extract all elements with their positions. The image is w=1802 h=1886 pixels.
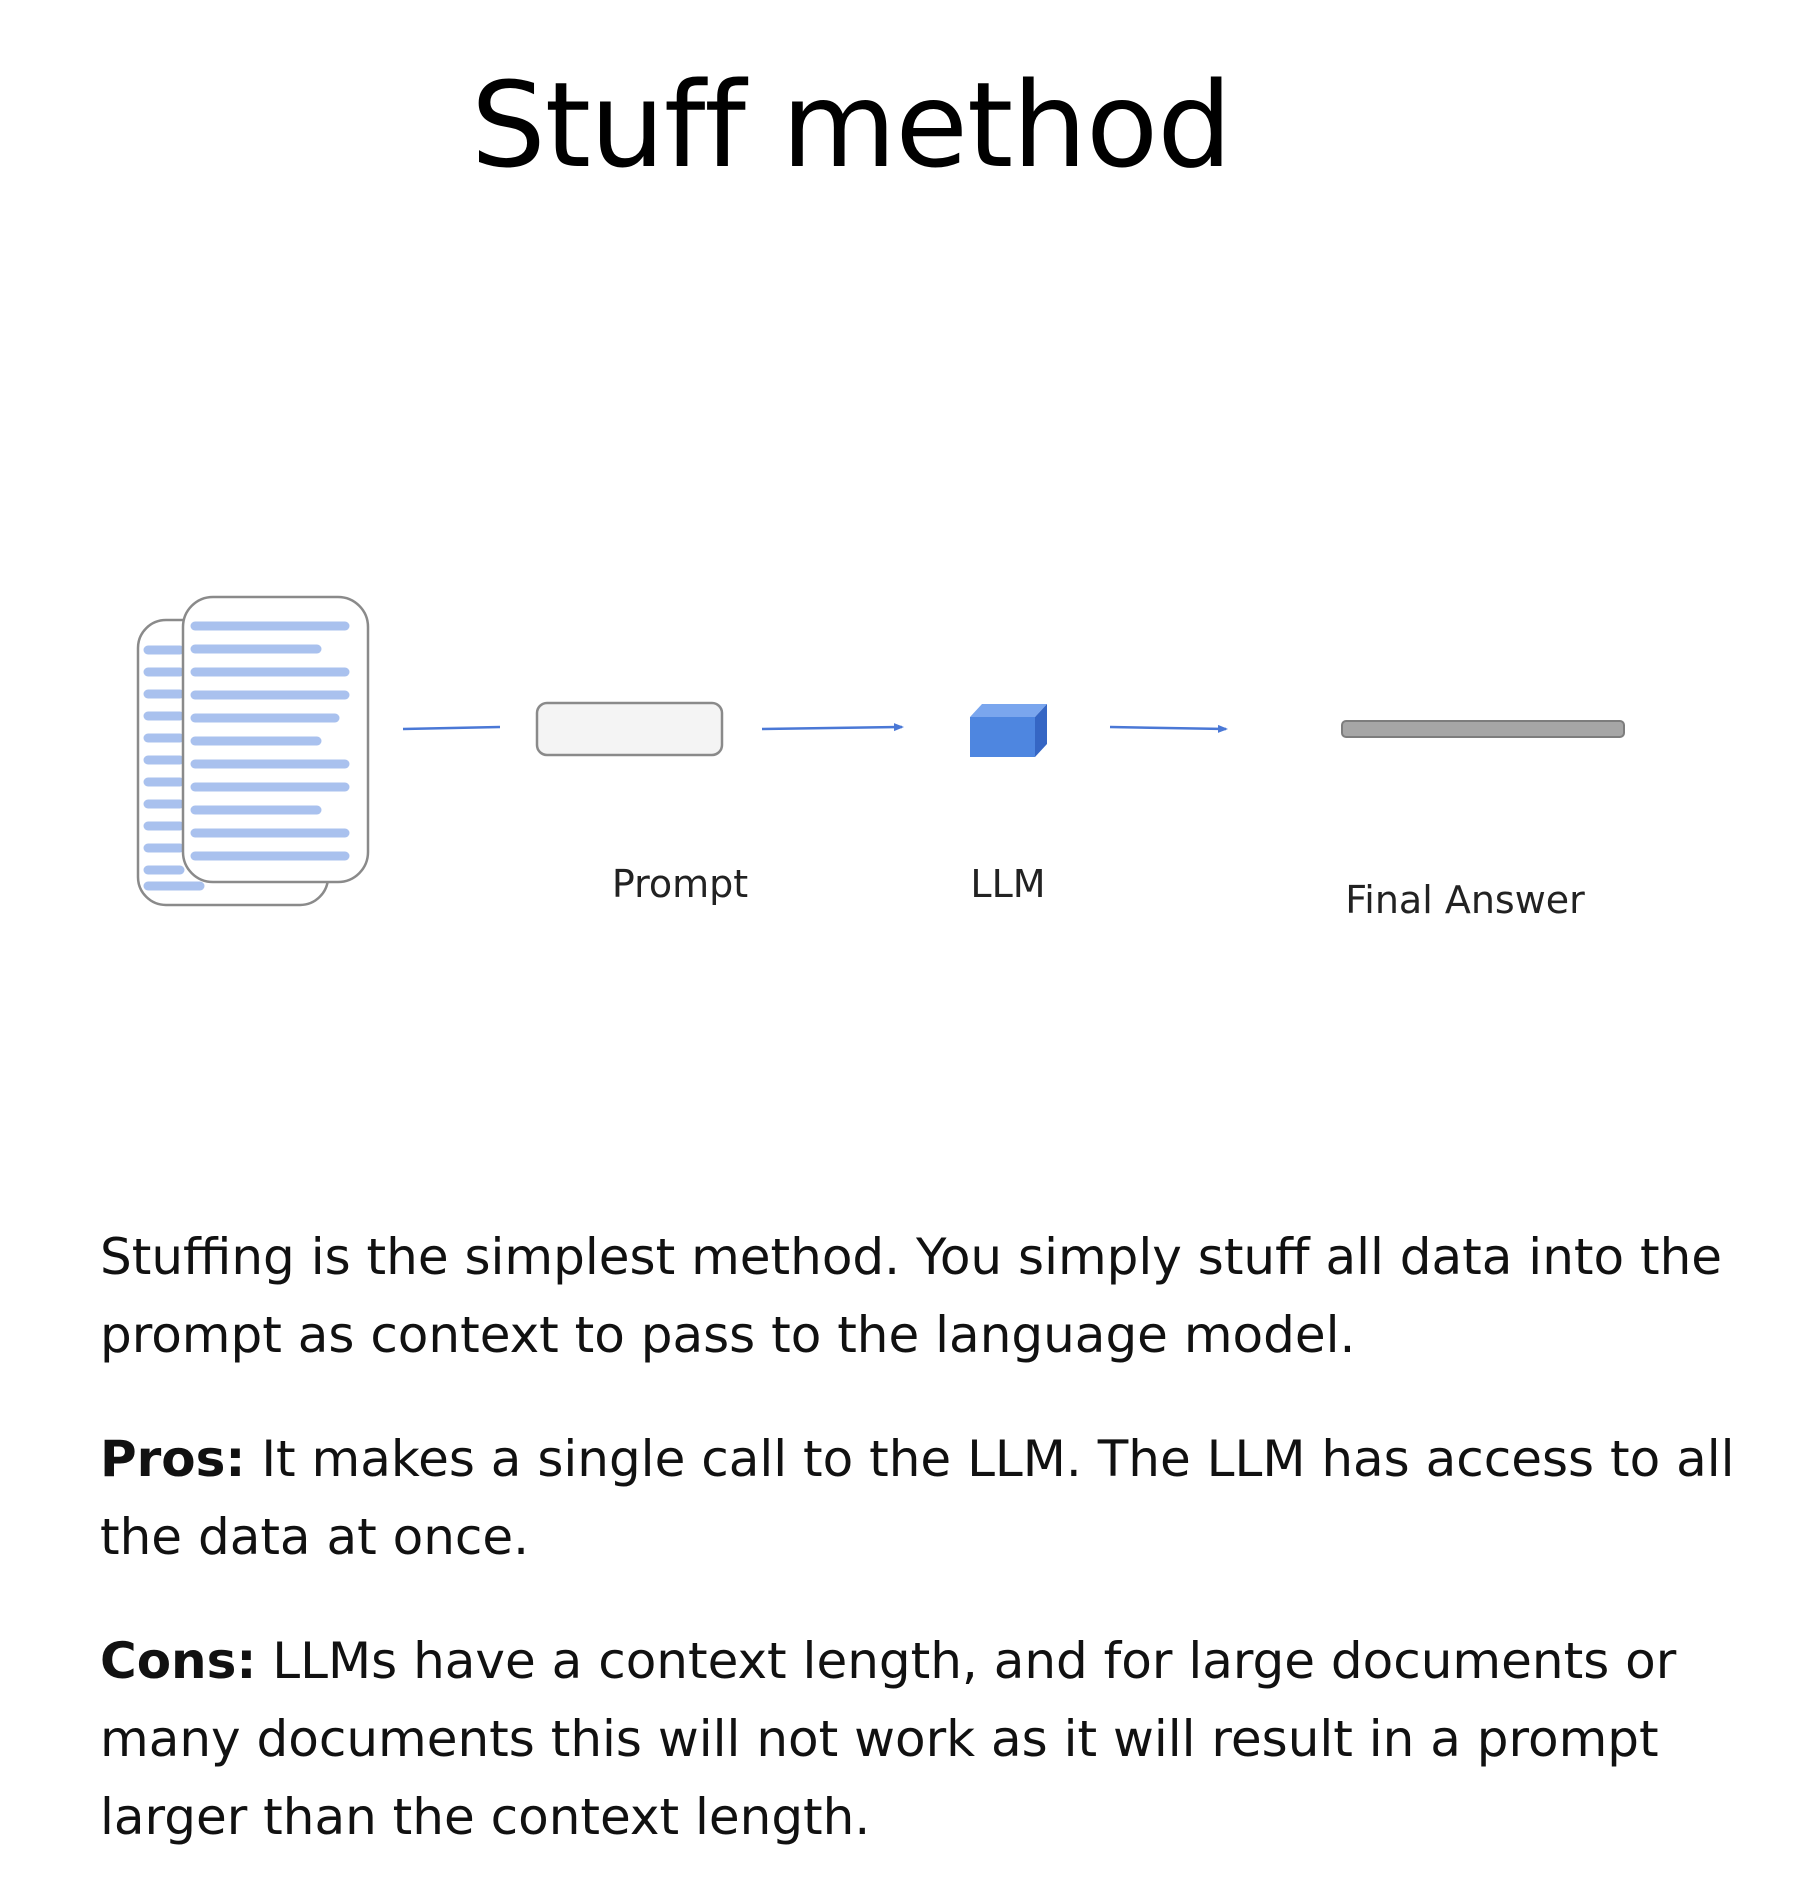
connector-documents-prompt [402,725,501,731]
cube-icon [970,704,1047,757]
prompt-box-icon [535,701,724,757]
cons-paragraph: Cons: LLMs have a context length, and fo… [100,1622,1760,1856]
stacked-documents-icon [136,595,370,907]
cube-front [970,717,1035,757]
answer-bar-icon [1341,720,1625,738]
cons-text: LLMs have a context length, and for larg… [100,1632,1677,1846]
pros-label: Pros: [100,1430,246,1488]
connector-llm-answer [1109,724,1228,733]
final-answer-label: Final Answer [1345,878,1585,922]
front-document-lines [190,621,350,861]
cons-label: Cons: [100,1632,257,1690]
cube-side [1035,704,1047,757]
slide-title: Stuff method [470,56,1232,194]
pros-paragraph: Pros: It makes a single call to the LLM.… [100,1420,1760,1576]
llm-label: LLM [970,862,1046,906]
back-document-lines [143,645,205,891]
connector-prompt-llm [761,723,904,732]
intro-paragraph: Stuffing is the simplest method. You sim… [100,1228,1723,1364]
pros-text: It makes a single call to the LLM. The L… [100,1430,1735,1566]
stuff-method-diagram [136,595,1625,907]
prompt-label: Prompt [611,862,749,906]
cube-top [970,704,1047,717]
